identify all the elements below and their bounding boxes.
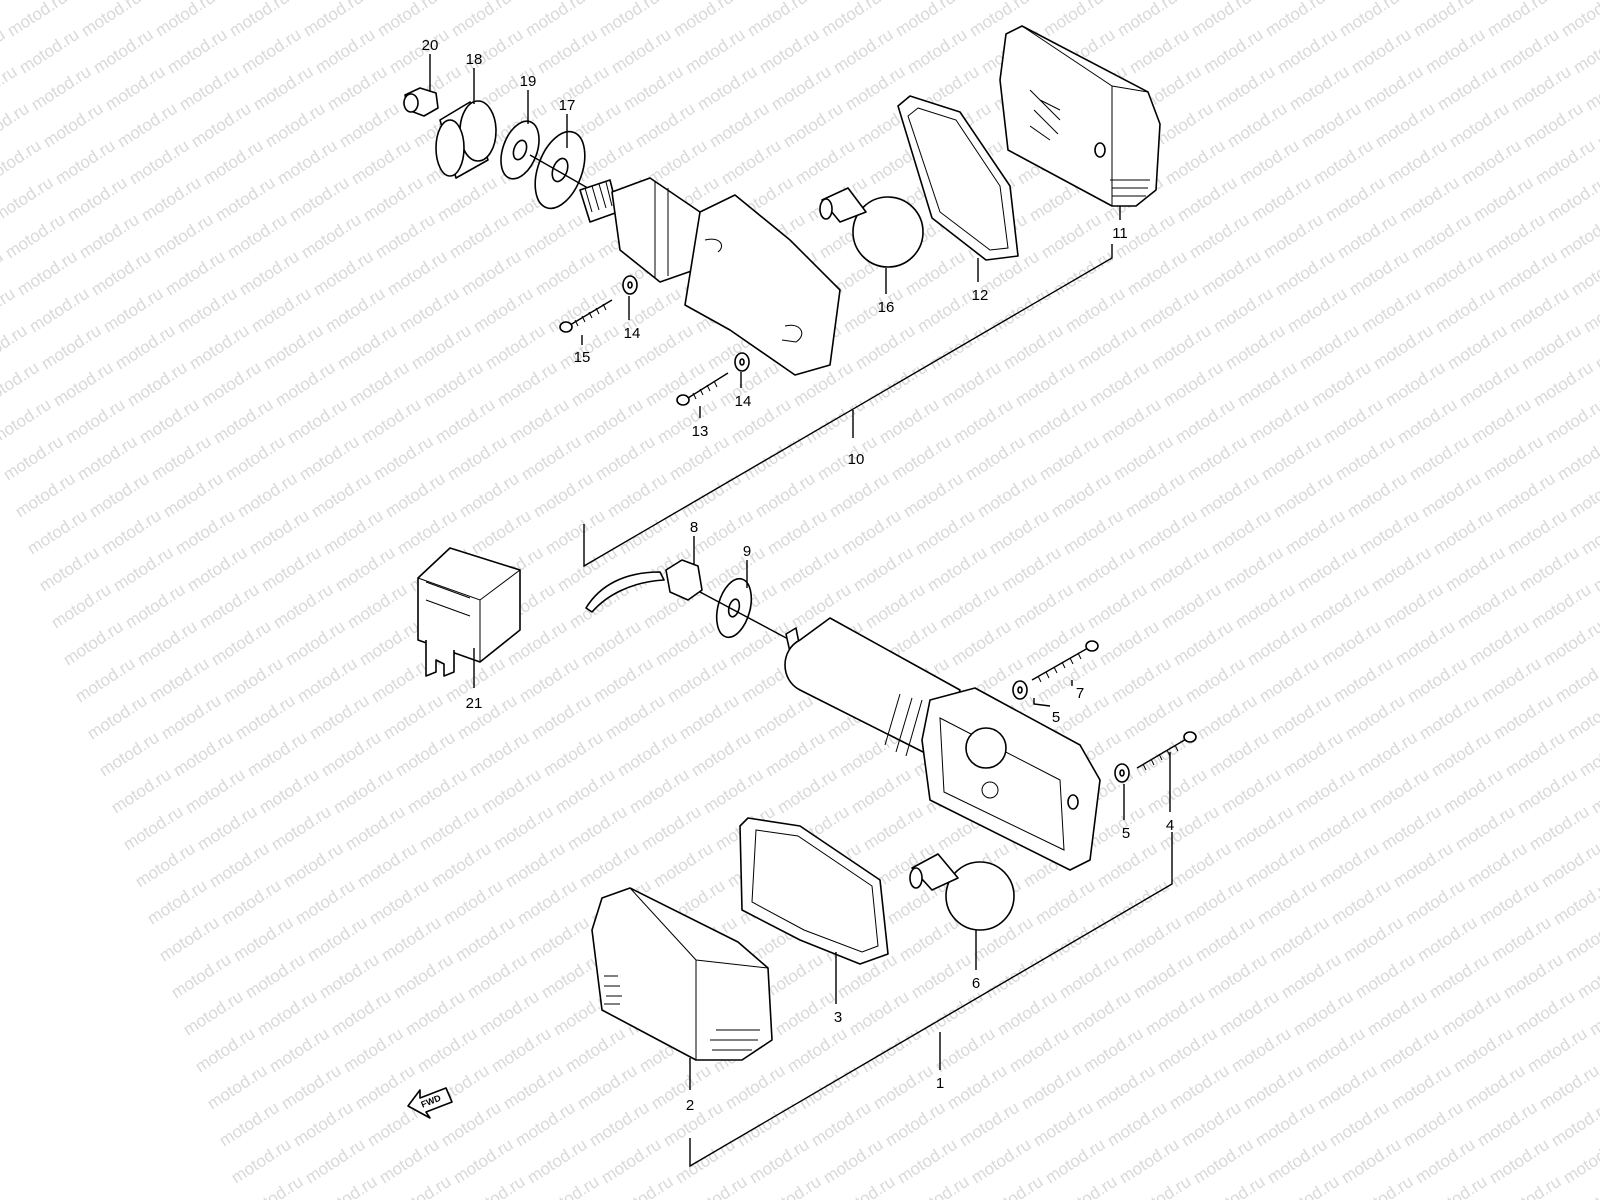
signal-housing-lower — [921, 687, 1101, 871]
callout-18: 18 — [466, 51, 483, 68]
collar-18 — [435, 100, 497, 179]
lens-11 — [999, 25, 1161, 207]
callout-14-lower: 14 — [735, 393, 752, 410]
bulb-16 — [819, 187, 924, 268]
fwd-arrow: FWD — [407, 1087, 453, 1119]
screw-4 — [1136, 731, 1197, 771]
nut-8 — [665, 559, 703, 601]
washer-17 — [534, 130, 586, 210]
callout-7: 7 — [1076, 685, 1084, 702]
callout-11: 11 — [1112, 225, 1128, 242]
washer-14-lower — [734, 352, 750, 372]
nut-20 — [403, 87, 439, 117]
upper-turn-signal — [403, 25, 1161, 406]
washer-9 — [715, 577, 753, 639]
bulb-6 — [909, 853, 1015, 931]
callout-13: 13 — [692, 423, 709, 440]
washer-5-lower — [1114, 763, 1130, 783]
lens-2 — [591, 887, 773, 1061]
callout-8: 8 — [690, 519, 698, 536]
callout-1: 1 — [936, 1075, 944, 1092]
leader-lines — [429, 54, 1173, 1168]
callout-5-upper: 5 — [1052, 709, 1060, 726]
callout-12: 12 — [972, 287, 989, 304]
signal-stem-upper — [529, 154, 701, 283]
gasket-12 — [897, 95, 1019, 261]
gasket-3 — [739, 817, 889, 965]
callout-17: 17 — [559, 97, 576, 114]
callout-labels: 20 18 19 17 11 12 16 14 15 14 13 10 8 9 … — [422, 37, 1175, 1114]
callout-4: 4 — [1166, 817, 1174, 834]
callout-21: 21 — [466, 695, 483, 712]
callout-16: 16 — [878, 299, 895, 316]
callout-19: 19 — [520, 73, 537, 90]
callout-9: 9 — [743, 543, 751, 560]
washer-5-upper — [1012, 680, 1028, 700]
watermark-text: motod.ru — [1558, 0, 1600, 40]
callout-2: 2 — [686, 1097, 694, 1114]
screw-15 — [559, 299, 613, 333]
relay-21 — [417, 547, 521, 677]
screw-7 — [1031, 640, 1099, 683]
callout-15: 15 — [574, 349, 591, 366]
lower-turn-signal — [585, 559, 1197, 1061]
callout-20: 20 — [422, 37, 439, 54]
callout-3: 3 — [834, 1009, 842, 1026]
callout-6: 6 — [972, 975, 980, 992]
washer-14-upper — [622, 275, 638, 295]
screw-13 — [676, 372, 729, 406]
callout-14-upper: 14 — [624, 325, 641, 342]
callout-5-lower: 5 — [1122, 825, 1130, 842]
callout-10: 10 — [848, 451, 865, 468]
washer-19 — [500, 120, 540, 180]
